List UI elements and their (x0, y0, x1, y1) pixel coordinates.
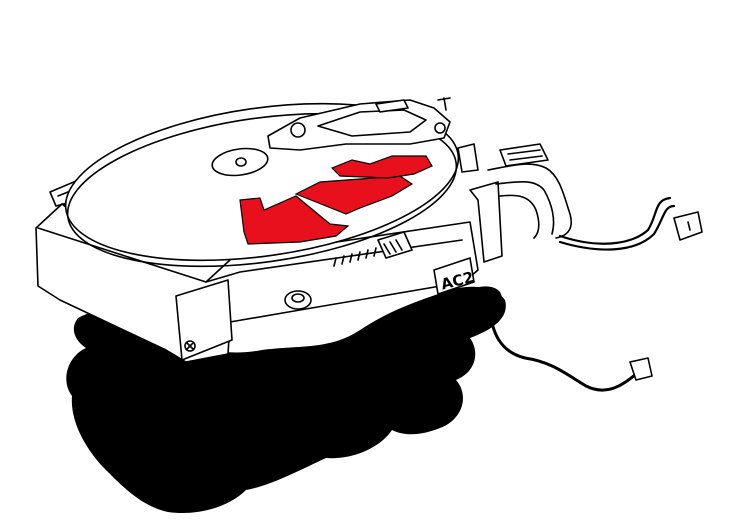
arm-post (437, 97, 451, 111)
actuator-arm-recess (317, 109, 427, 137)
screw-cross (186, 342, 194, 350)
label-plate (433, 257, 475, 295)
right-bracket (469, 181, 503, 263)
platter-reflection-3 (330, 155, 433, 179)
mount-boss-hole (291, 293, 305, 303)
upper-cable (558, 196, 672, 245)
upper-cable-inner (558, 204, 676, 251)
platter-reflection-1 (239, 195, 350, 245)
arm-cap (375, 99, 409, 113)
upper-cable-connector (673, 211, 703, 241)
ribbon-clamp-lines (507, 149, 543, 161)
gear-stripes (383, 239, 403, 255)
spindle-center (235, 157, 247, 167)
upper-cable-connector-notch (687, 221, 691, 231)
lower-cable-connector (629, 357, 653, 381)
platter-reflection-2 (294, 175, 414, 215)
mount-boss (284, 290, 312, 310)
arm-pivot-screw (290, 122, 306, 138)
gear-teeth (333, 247, 377, 267)
front-panel (175, 279, 233, 361)
spindle-hub (211, 147, 269, 177)
gear-housing (377, 231, 413, 259)
right-post (457, 143, 479, 173)
ribbon-clamp (499, 143, 549, 167)
arm-end-screw (434, 122, 446, 134)
shadow-blob-right (448, 286, 503, 327)
platter-rim (66, 112, 458, 268)
lower-cable (488, 308, 638, 392)
